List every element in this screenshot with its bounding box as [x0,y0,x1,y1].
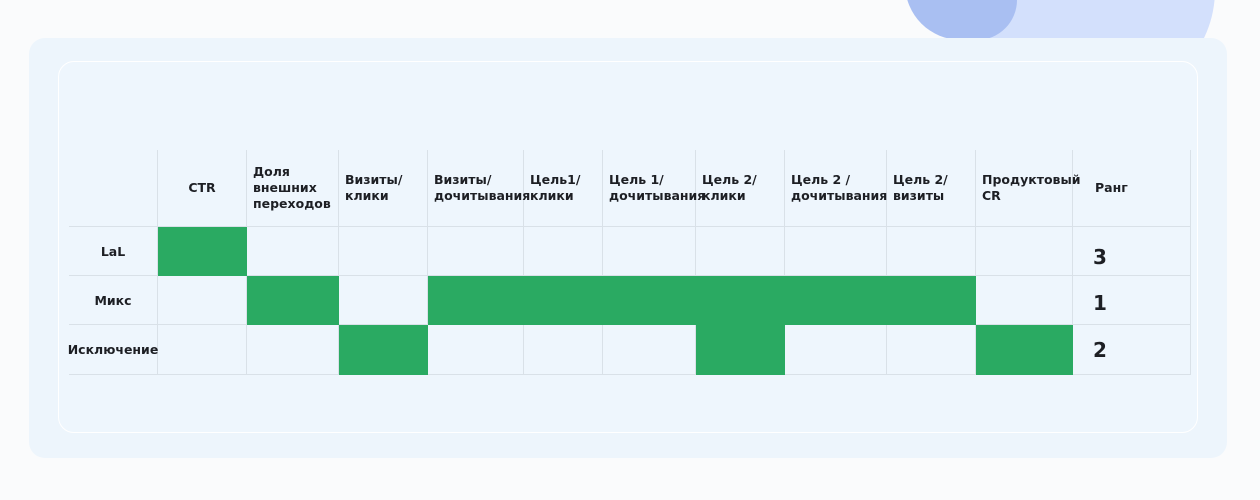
empty-cell [524,227,603,276]
filled-cell [247,276,339,325]
empty-cell [887,227,976,276]
rank-value: 1 [1073,276,1191,325]
filled-cell [158,227,247,276]
rank-value: 3 [1073,227,1191,276]
filled-cell [976,325,1073,375]
header-corner-cell [69,150,158,227]
empty-cell [887,325,976,375]
column-header: Цель 2/ визиты [887,150,976,227]
empty-cell [785,227,887,276]
empty-cell [785,325,887,375]
rank-value: 2 [1073,325,1191,375]
row-label: Исключение [68,325,158,375]
empty-cell [524,325,603,375]
column-header: Цель 2/ клики [696,150,785,227]
filled-cell [428,276,524,325]
empty-cell [603,227,696,276]
filled-cell [696,325,785,375]
empty-cell [158,325,247,375]
empty-cell [976,227,1073,276]
empty-cell [339,276,428,325]
filled-cell [887,276,976,325]
empty-cell [428,325,524,375]
filled-cell [785,276,887,325]
column-header: CTR [158,150,247,227]
filled-cell [696,276,785,325]
row-label: Микс [69,276,158,325]
row-label: LaL [69,227,158,276]
empty-cell [603,325,696,375]
column-header: Визиты/ клики [339,150,428,227]
column-header: Цель 2 / дочитывания [785,150,887,227]
empty-cell [339,227,428,276]
empty-cell [428,227,524,276]
column-header: Продуктовый CR [976,150,1081,227]
empty-cell [247,325,339,375]
empty-cell [247,227,339,276]
rank-header: Ранг [1073,150,1191,227]
filled-cell [603,276,696,325]
empty-cell [158,276,247,325]
empty-cell [696,227,785,276]
column-header: Цель 1/ дочитывания [603,150,705,227]
empty-cell [976,276,1073,325]
filled-cell [524,276,603,325]
column-header: Визиты/ дочитывания [428,150,530,227]
column-header: Доля внешних переходов [247,150,339,227]
column-header: Цель1/ клики [524,150,603,227]
filled-cell [339,325,428,375]
